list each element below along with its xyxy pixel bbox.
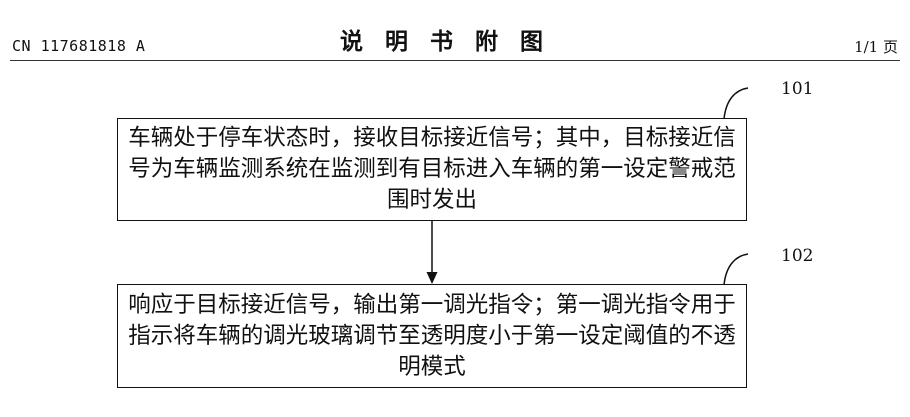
header-divider: [10, 60, 900, 61]
step-label-101: 101: [781, 79, 814, 99]
flow-step-102-text: 响应于目标接近信号，输出第一调光指令；第一调光指令用于指示将车辆的调光玻璃调节至…: [128, 291, 736, 380]
section-title: 说明书附图: [340, 29, 565, 55]
page-indicator: 1/1 页: [854, 38, 898, 56]
publication-number: CN 117681818 A: [12, 37, 146, 55]
flow-step-101-box: 车辆处于停车状态时，接收目标接近信号；其中，目标接近信号为车辆监测系统在监测到有…: [117, 118, 747, 221]
step-label-102: 102: [781, 246, 814, 266]
flow-arrow-head: [426, 272, 438, 284]
leader-line-102: [723, 253, 749, 286]
flow-step-101-text: 车辆处于停车状态时，接收目标接近信号；其中，目标接近信号为车辆监测系统在监测到有…: [128, 125, 736, 213]
flow-step-102-box: 响应于目标接近信号，输出第一调光指令；第一调光指令用于指示将车辆的调光玻璃调节至…: [117, 284, 747, 388]
leader-line-101: [723, 87, 749, 120]
